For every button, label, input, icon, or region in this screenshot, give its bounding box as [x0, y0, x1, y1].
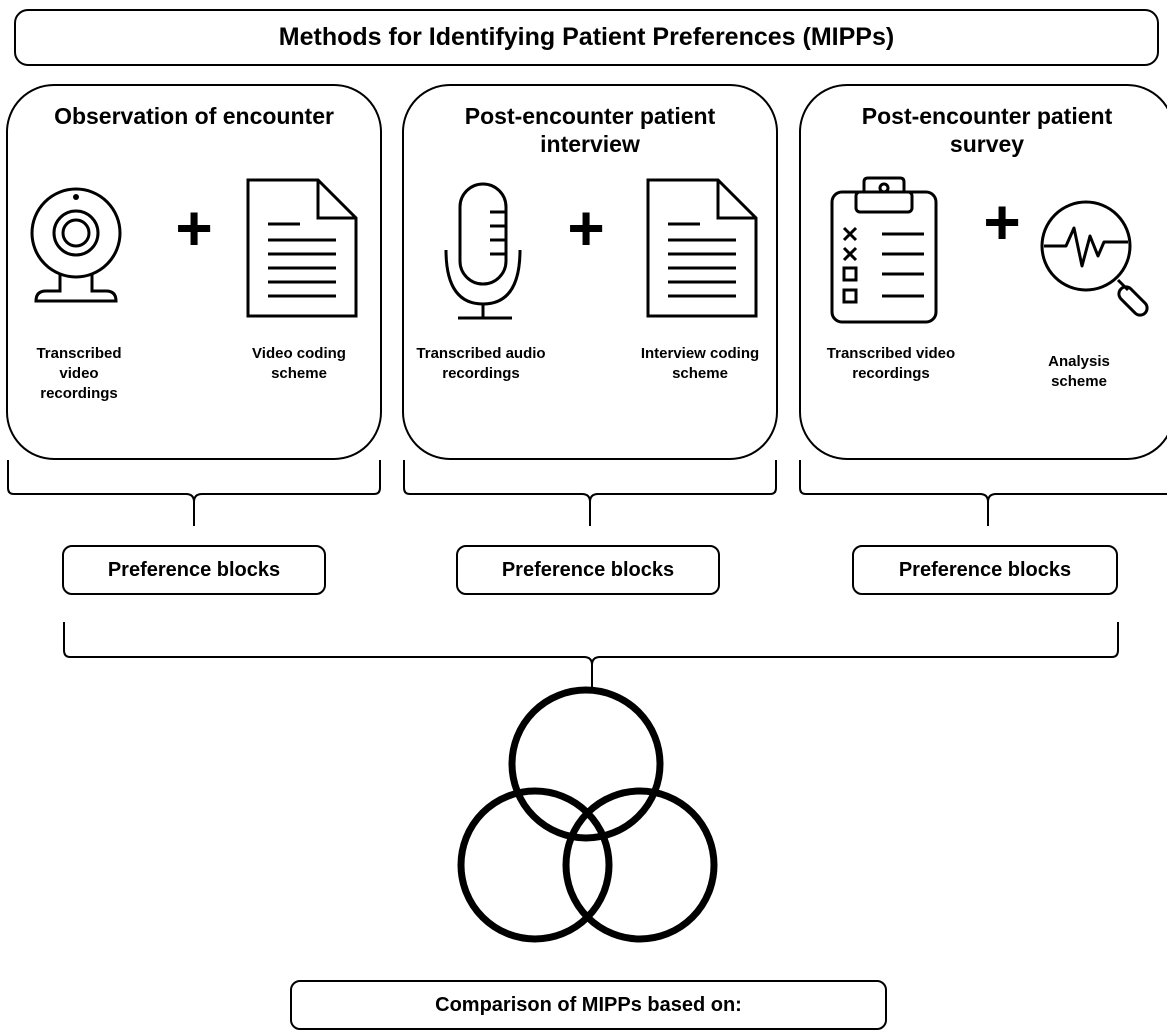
diagram-title: Methods for Identifying Patient Preferen… — [14, 9, 1159, 66]
plus-sign-2: + — [567, 192, 605, 264]
magnifier-pulse-icon — [1040, 200, 1149, 317]
label-observation-right: Video coding scheme — [252, 345, 346, 382]
panel-title-interview: Post-encounter patient interview — [464, 103, 716, 157]
three-circle-venn-icon — [457, 686, 718, 943]
brace-survey — [799, 460, 1167, 526]
panel-observation: Observation of encounter — [6, 84, 382, 460]
preference-blocks-interview: Preference blocks — [456, 545, 720, 595]
comparison-box: Comparison of MIPPs based on: — [290, 980, 887, 1030]
plus-sign-3: + — [983, 186, 1021, 258]
clipboard-checklist-icon — [830, 176, 938, 324]
webcam-icon — [30, 187, 122, 303]
preference-blocks-survey: Preference blocks — [852, 545, 1118, 595]
plus-sign-1: + — [175, 192, 213, 264]
panel-survey: Post-encounter patient survey — [799, 84, 1167, 460]
label-interview-left: Transcribed audio recordings — [416, 345, 546, 382]
microphone-icon — [444, 182, 522, 320]
preference-blocks-observation: Preference blocks — [62, 545, 326, 595]
label-survey-left: Transcribed video recordings — [826, 345, 956, 382]
label-survey-right: Analysis scheme — [1048, 353, 1110, 390]
label-interview-right: Interview coding scheme — [640, 345, 760, 382]
document-icon — [646, 178, 758, 318]
brace-combined — [63, 622, 1119, 690]
panel-interview: Post-encounter patient interview — [402, 84, 778, 460]
brace-observation — [7, 460, 381, 526]
panel-title-survey: Post-encounter patient survey — [861, 103, 1113, 157]
brace-interview — [403, 460, 777, 526]
panel-title-observation: Observation of encounter — [54, 103, 334, 129]
label-observation-left: Transcribed video recordings — [36, 345, 122, 402]
document-icon — [246, 178, 358, 318]
